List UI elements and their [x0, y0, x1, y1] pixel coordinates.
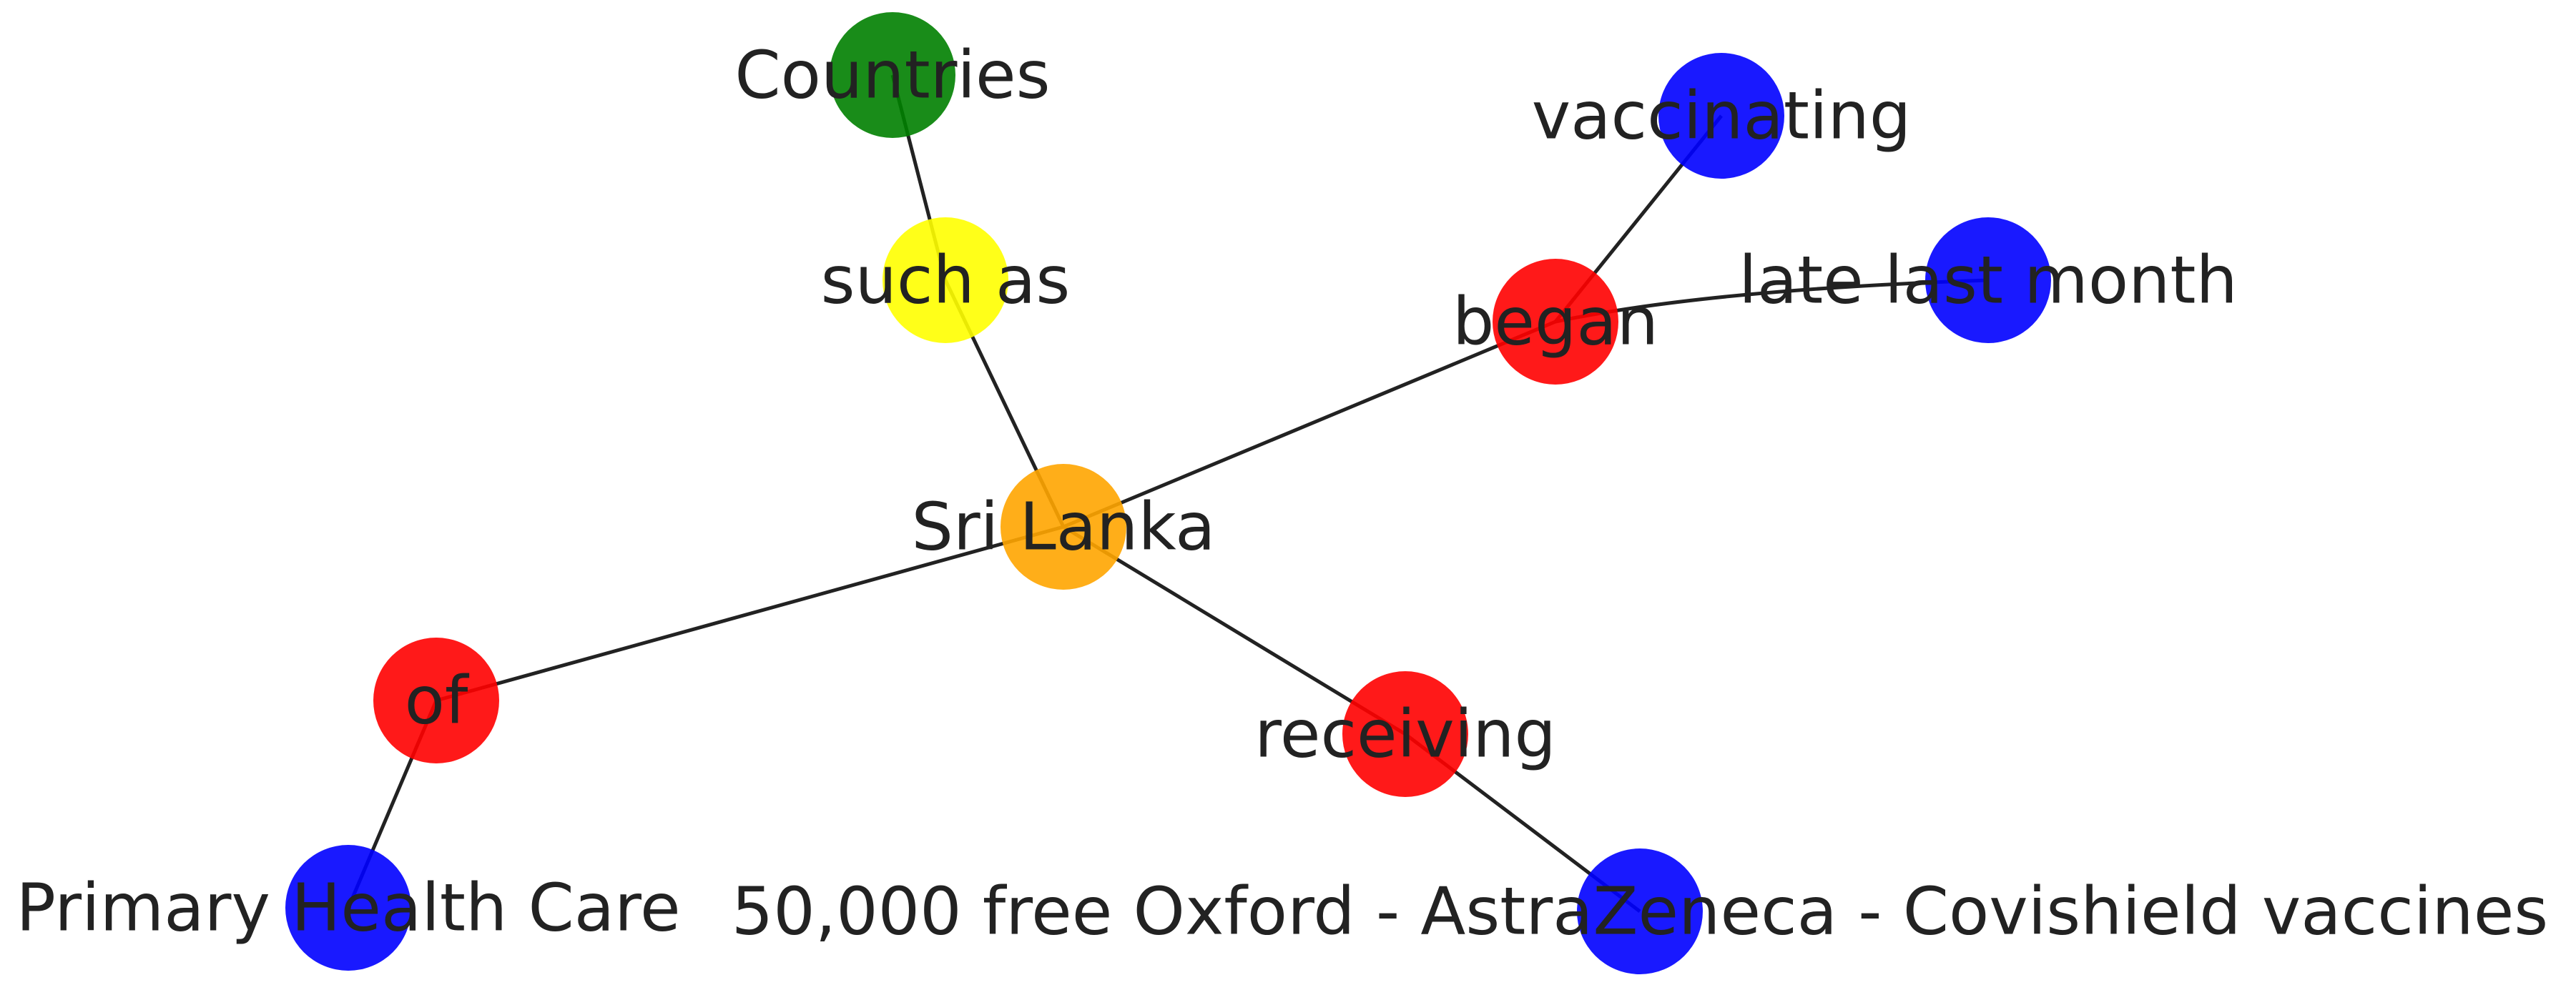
node-circle-vaccines — [1577, 848, 1703, 974]
node-label-began: began — [1452, 284, 1658, 360]
node-label-sri-lanka: Sri Lanka — [911, 489, 1215, 565]
node-label-vaccines: 50,000 free Oxford - AstraZeneca - Covis… — [732, 873, 2548, 950]
node-circle-vaccinating — [1658, 53, 1784, 179]
node-began: began — [1452, 259, 1658, 385]
edge-sri-lanka-to-receiving — [1062, 525, 1407, 736]
node-label-countries: Countries — [734, 37, 1050, 114]
node-circle-of — [373, 638, 499, 763]
edge-sri-lanka-to-of — [436, 525, 1064, 703]
node-label-vaccinating: vaccinating — [1532, 78, 1912, 154]
node-label-receiving: receiving — [1254, 696, 1556, 773]
node-receiving: receiving — [1254, 671, 1556, 797]
node-label-of: of — [405, 663, 470, 739]
nodes-layer: Countries such as vaccinating late last mon… — [16, 12, 2548, 974]
node-countries: Countries — [734, 12, 1051, 138]
node-label-such-as: such as — [821, 242, 1071, 319]
node-label-primary-health-care: Primary Health Care — [16, 870, 680, 946]
node-late-last-month: late last month — [1739, 217, 2238, 343]
node-sri-lanka: Sri Lanka — [911, 464, 1216, 590]
node-circle-countries — [830, 12, 955, 138]
node-vaccines: 50,000 free Oxford - AstraZeneca - Covis… — [732, 848, 2548, 974]
node-circle-sri-lanka — [1001, 464, 1126, 590]
node-such-as: such as — [821, 217, 1071, 343]
node-circle-such-as — [883, 217, 1008, 343]
node-circle-began — [1493, 259, 1618, 385]
edge-began-to-sri-lanka — [1063, 320, 1556, 529]
node-circle-primary-health-care — [285, 845, 411, 971]
node-circle-receiving — [1342, 671, 1468, 797]
node-primary-health-care: Primary Health Care — [16, 845, 681, 971]
node-of: of — [373, 638, 499, 763]
node-label-late-last-month: late last month — [1739, 242, 2238, 319]
node-circle-late-last-month — [1925, 217, 2051, 343]
node-vaccinating: vaccinating — [1532, 53, 1912, 179]
